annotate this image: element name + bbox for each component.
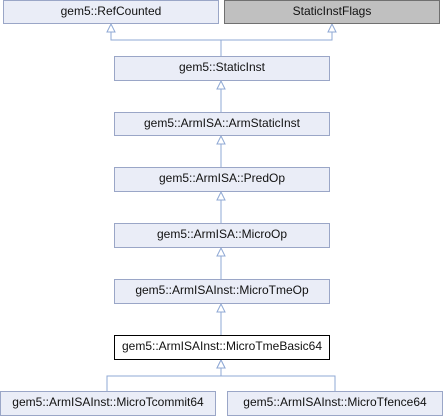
edge-staticinst-staticinstflags (220, 24, 332, 56)
node-microtmebasic64: gem5::ArmISAInst::MicroTmeBasic64 (114, 335, 330, 360)
edge-microtcommit64-microtmebasic64 (106, 360, 221, 391)
node-armstaticinst[interactable]: gem5::ArmISA::ArmStaticInst (114, 112, 330, 136)
edge-microtfence64-microtmebasic64 (221, 360, 336, 391)
node-microtfence64[interactable]: gem5::ArmISAInst::MicroTfence64 (227, 391, 443, 416)
node-microtcommit64[interactable]: gem5::ArmISAInst::MicroTcommit64 (0, 391, 216, 416)
node-staticinstflags: StaticInstFlags (224, 0, 440, 24)
node-microop[interactable]: gem5::ArmISA::MicroOp (114, 223, 330, 248)
edge-staticinst-refcounted (111, 24, 222, 56)
node-staticinst[interactable]: gem5::StaticInst (114, 56, 330, 81)
node-microtmeop[interactable]: gem5::ArmISAInst::MicroTmeOp (114, 279, 330, 304)
node-predop[interactable]: gem5::ArmISA::PredOp (114, 167, 330, 192)
node-refcounted[interactable]: gem5::RefCounted (3, 0, 219, 24)
